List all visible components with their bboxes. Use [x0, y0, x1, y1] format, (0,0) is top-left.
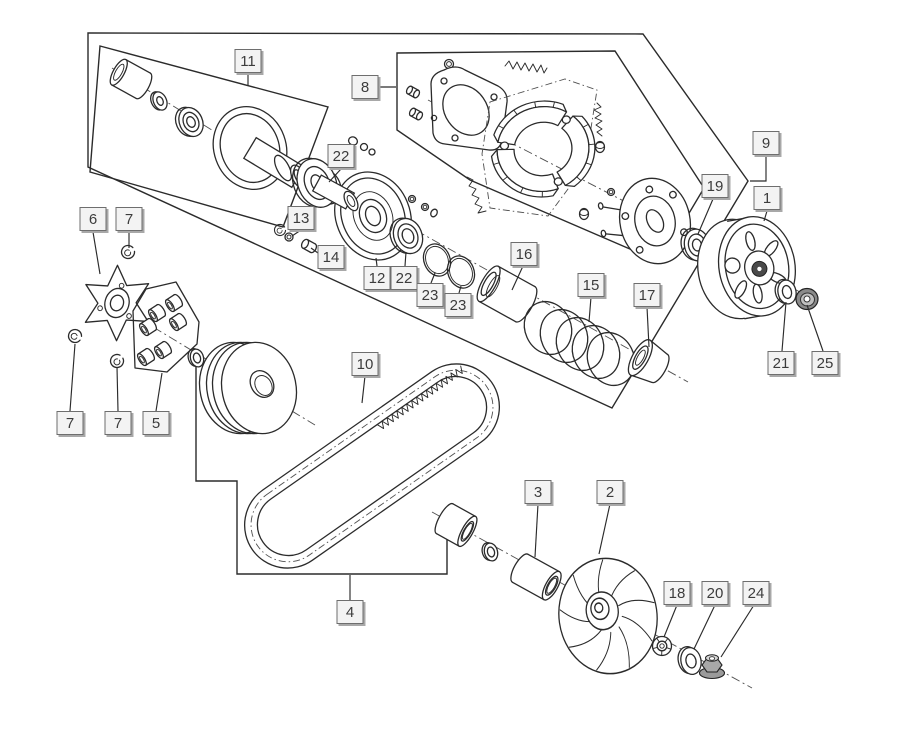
part-1-clutch-bell — [697, 215, 797, 320]
variator-box-outline — [89, 45, 329, 228]
part-label-12[interactable]: 12 — [363, 266, 391, 290]
leader-line-13 — [291, 229, 302, 237]
part-label-4[interactable]: 4 — [336, 600, 364, 624]
part-label-23[interactable]: 23 — [416, 283, 444, 307]
part-label-7[interactable]: 7 — [104, 411, 132, 435]
part-2-fan-wheel — [558, 557, 658, 675]
part-25-lock-nut — [795, 287, 819, 311]
part-18-star-nut — [651, 635, 673, 657]
part-5-rollers — [135, 292, 189, 368]
leader-line-18 — [663, 604, 678, 638]
part-3-bushing — [510, 553, 562, 601]
part-label-5[interactable]: 5 — [142, 411, 170, 435]
leader-line-10 — [361, 375, 366, 404]
part-label-24[interactable]: 24 — [742, 581, 770, 605]
leader-line-9 — [750, 156, 767, 182]
part-label-20[interactable]: 20 — [701, 581, 729, 605]
part-12-driven-face — [291, 157, 412, 261]
part-label-7[interactable]: 7 — [115, 207, 143, 231]
part-label-22[interactable]: 22 — [327, 144, 355, 168]
leader-line-6 — [92, 231, 101, 275]
part-22-bearing — [389, 217, 424, 255]
part-label-10[interactable]: 10 — [351, 352, 379, 376]
leader-line-22 — [404, 251, 407, 267]
part-23-snap-ring-a — [422, 243, 452, 277]
part-label-7[interactable]: 7 — [56, 411, 84, 435]
part-4-ring — [187, 348, 205, 368]
part-8-gasket-bolts — [405, 58, 455, 121]
part-4-ring-b — [481, 542, 499, 562]
part-label-9[interactable]: 9 — [752, 131, 780, 155]
leader-line-2 — [598, 503, 611, 555]
part-label-1[interactable]: 1 — [753, 186, 781, 210]
leader-line-1 — [763, 210, 768, 222]
leader-line-22 — [328, 168, 342, 183]
leader-line-19 — [697, 198, 714, 235]
drive-pulley-face — [198, 341, 298, 435]
leader-line-23 — [458, 285, 462, 294]
part-label-2[interactable]: 2 — [596, 480, 624, 504]
leader-line-24 — [720, 604, 755, 658]
part-17-collar — [627, 339, 670, 384]
part-label-6[interactable]: 6 — [79, 207, 107, 231]
part-14-spacer — [300, 238, 318, 254]
part-label-8[interactable]: 8 — [351, 75, 379, 99]
small-bead-parts — [407, 194, 438, 218]
part-16-bushing — [476, 265, 538, 323]
leader-lines — [69, 74, 824, 658]
part-11-washer — [150, 91, 168, 111]
leader-line-5 — [155, 372, 163, 412]
part-23-snap-ring-b — [446, 255, 476, 289]
leader-line-7 — [69, 343, 76, 412]
leader-line-12 — [375, 257, 378, 267]
leader-line-3 — [534, 503, 539, 558]
part-4-spacer-bushing — [434, 502, 478, 548]
part-8-springs — [466, 60, 603, 214]
part-7-slider-b — [65, 326, 85, 346]
part-11-bushing — [109, 58, 153, 100]
leader-line-20 — [693, 604, 716, 650]
part-7-slider-a — [119, 243, 137, 261]
leader-line-25 — [806, 304, 824, 352]
clutch-shoe-outline — [481, 78, 598, 217]
part-label-19[interactable]: 19 — [701, 174, 729, 198]
part-label-11[interactable]: 11 — [234, 49, 262, 73]
part-8-gasket — [430, 66, 508, 151]
leader-line-17 — [646, 306, 650, 348]
outer-group-outline — [87, 32, 749, 409]
axis-centerline-2 — [321, 177, 689, 383]
part-8-dampers — [578, 140, 606, 221]
part-label-21[interactable]: 21 — [767, 351, 795, 375]
leader-line-14 — [310, 247, 319, 254]
part-11-bearing — [174, 106, 204, 138]
part-24-flange-nut — [698, 654, 726, 680]
part-label-14[interactable]: 14 — [317, 245, 345, 269]
leader-line-23 — [430, 272, 436, 284]
part-label-18[interactable]: 18 — [663, 581, 691, 605]
part-label-25[interactable]: 25 — [811, 351, 839, 375]
leader-line-7 — [116, 366, 119, 412]
part-label-17[interactable]: 17 — [633, 283, 661, 307]
part-6-ramp-plate — [84, 264, 150, 342]
leader-line-15 — [588, 296, 592, 323]
part-label-22[interactable]: 22 — [390, 266, 418, 290]
part-label-15[interactable]: 15 — [577, 273, 605, 297]
part-label-23[interactable]: 23 — [444, 293, 472, 317]
part-15-spring — [523, 300, 636, 387]
part-8-drive-plate — [597, 177, 692, 265]
part-20-washer — [677, 646, 702, 676]
part-21-washer — [774, 278, 797, 305]
part-label-16[interactable]: 16 — [510, 242, 538, 266]
part-11-pulley-face — [212, 106, 309, 190]
part-10-belt — [243, 363, 501, 569]
leader-line-16 — [511, 265, 524, 291]
leader-line-21 — [781, 301, 787, 352]
part-label-3[interactable]: 3 — [524, 480, 552, 504]
part-5-roller-box — [132, 281, 200, 373]
part-13-washer-clip — [273, 223, 294, 242]
group-4-bracket — [195, 367, 448, 575]
part-label-13[interactable]: 13 — [287, 206, 315, 230]
